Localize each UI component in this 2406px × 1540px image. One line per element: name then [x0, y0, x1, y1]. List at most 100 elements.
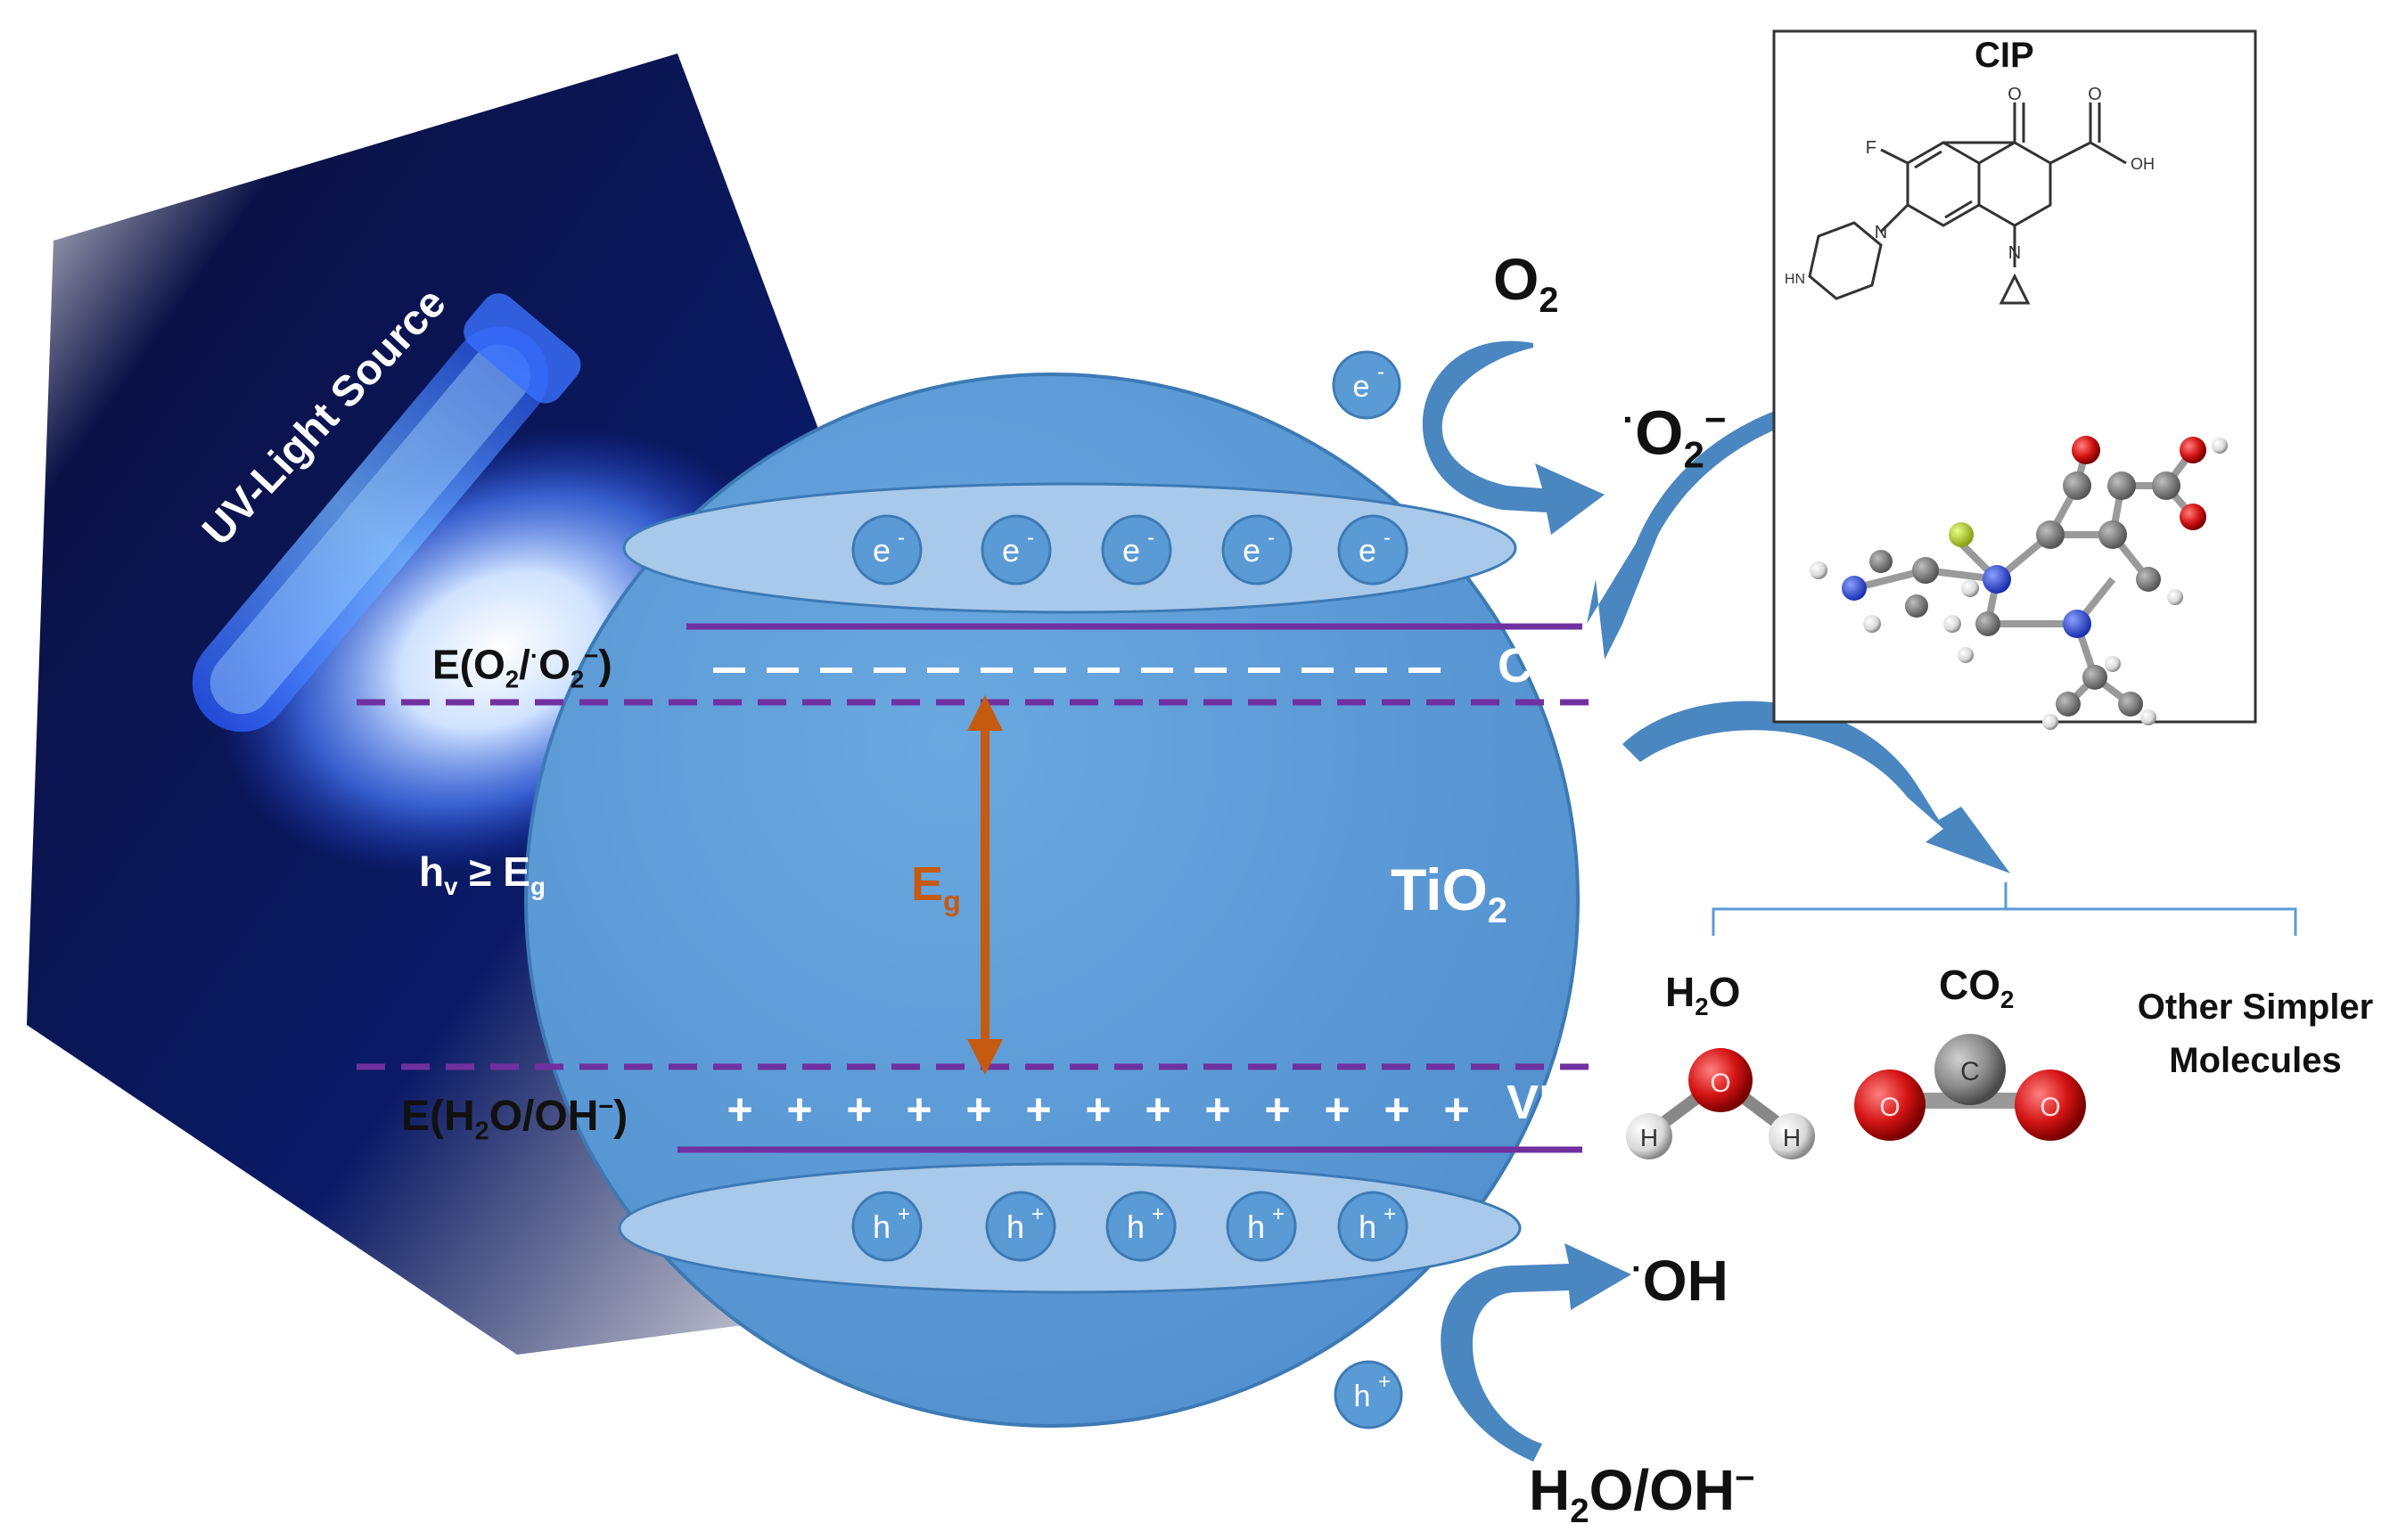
cb-pot-minus: − [584, 642, 599, 669]
co2-atom-o2: O [2040, 1093, 2060, 1122]
cb-label: CB [1498, 639, 1567, 692]
vb-hole-marker: + [1264, 1085, 1290, 1135]
cb-electron-1-symbol: e [873, 532, 891, 569]
reaction-arrows [1422, 340, 2297, 1462]
products-bracket [1712, 882, 2297, 936]
prod-co2-sub: 2 [2000, 986, 2015, 1014]
superoxide-o: O [1635, 397, 1684, 468]
vb-hole-marker: + [906, 1085, 932, 1135]
photon-energy-label: hv ≥ Eg [419, 851, 546, 899]
cb-pot-sep: / [519, 641, 530, 688]
cb-electron-4: e- [1221, 514, 1293, 586]
photon-h: h [419, 848, 445, 895]
cb-electron-4-charge: - [1268, 526, 1275, 550]
cip-atom-o1: O [2008, 85, 2022, 104]
vb-hole-marker: + [1384, 1085, 1409, 1135]
surface-hole-h: h [1354, 1380, 1371, 1413]
water-subscript: 2 [1570, 1491, 1589, 1530]
cb-pot-sub: 2 [505, 665, 520, 693]
vb-hole-4-symbol: h [1247, 1208, 1265, 1245]
vb-hole-marker: + [1443, 1085, 1469, 1135]
superoxide-charge: − [1704, 398, 1727, 440]
vb-pot-minus: − [598, 1093, 614, 1121]
vb-hole-marker: + [1145, 1085, 1170, 1135]
o2-o: O [1493, 246, 1540, 312]
cip-atom-hn: HN [1785, 272, 1805, 287]
vb-hole-5-symbol: h [1359, 1208, 1376, 1245]
cb-potential-label: E(O2/·O2−) [432, 643, 612, 692]
vb-hole-5-charge: + [1384, 1202, 1396, 1226]
superoxide-label: ·O2− [1622, 401, 1726, 473]
gap-e: E [911, 857, 944, 911]
o2-subscript: 2 [1539, 281, 1559, 321]
vb-hole-4: h+ [1226, 1191, 1297, 1262]
surface-electron-e: e [1353, 370, 1370, 404]
co2-molecule-model: O C O [1854, 1034, 2086, 1141]
surface-hole: h + [1334, 1360, 1403, 1429]
tio2-particle [524, 373, 1580, 1428]
cb-electron-3-symbol: e [1122, 532, 1140, 569]
cip-title: CIP [1975, 36, 2034, 75]
cip-atom-n1: N [1875, 223, 1887, 242]
cb-electron-5: e- [1337, 514, 1408, 586]
o2-reduction-arrow [1422, 340, 1605, 535]
cip-atom-oh: OH [2131, 155, 2155, 173]
cb-pot-dot: · [530, 642, 539, 669]
vb-hole-4-charge: + [1272, 1202, 1285, 1226]
cb-electron-1: e- [851, 514, 923, 586]
prod-other-line2: Molecules [2169, 1041, 2342, 1080]
superoxide-subscript: 2 [1683, 433, 1704, 476]
water-charge: − [1735, 1459, 1755, 1498]
product-co2-label: CO2 [1939, 964, 2014, 1012]
vb-pot-mid: O/OH [489, 1093, 599, 1140]
h2o-molecule-model: O H H [1626, 1048, 1815, 1159]
electron-pool [622, 482, 1517, 614]
vb-pot-prefix: E(H [401, 1093, 475, 1140]
cb-electron-2-charge: - [1027, 526, 1034, 550]
oxidation-arrow [1441, 1243, 1631, 1462]
water-atom-h2: H [1783, 1124, 1801, 1151]
vb-hole-marker: + [1025, 1085, 1051, 1135]
hole-pool [618, 1162, 1522, 1294]
superoxide-dot: · [1622, 398, 1635, 440]
cb-pot-prefix: E(O [432, 641, 505, 688]
vb-pot-suffix: ) [613, 1093, 628, 1140]
to-products-arrow [1622, 700, 2010, 873]
gap-g: g [943, 884, 961, 917]
vb-label: VB [1507, 1076, 1574, 1129]
cip-atom-f: F [1866, 138, 1876, 158]
vb-hole-marker: + [1085, 1085, 1111, 1135]
co2-atom-o1: O [1879, 1093, 1900, 1122]
vb-hole-marker: + [1324, 1085, 1350, 1135]
cb-pot-o: O [538, 641, 571, 688]
prod-h2o-o: O [1708, 969, 1741, 1015]
vb-hole-marker: + [846, 1085, 872, 1135]
cb-electron-1-charge: - [898, 526, 905, 550]
vb-hole-3: h+ [1105, 1191, 1177, 1262]
o2-label: O2 [1493, 250, 1558, 319]
surface-hole-charge: + [1378, 1370, 1391, 1394]
vb-hole-5: h+ [1337, 1191, 1408, 1262]
surface-electron-charge: - [1377, 360, 1384, 384]
hydroxyl-text: OH [1642, 1249, 1729, 1313]
vb-hole-2-charge: + [1031, 1202, 1044, 1226]
vb-hole-1-charge: + [898, 1202, 910, 1226]
cip-to-cb-arrow [1587, 389, 1970, 659]
tio2-ti: TiO [1391, 856, 1488, 922]
vb-holes: h+h+h+h+h+ [851, 1191, 1408, 1262]
product-h2o-label: H2O [1665, 971, 1740, 1020]
surface-electron: e - [1332, 350, 1401, 420]
cb-pot-suffix: ) [598, 641, 612, 688]
cip-atom-n2: N [2008, 243, 2021, 263]
water-hydroxide-label: H2O/OH− [1529, 1462, 1755, 1528]
cip-structure-box: F O O OH N N HN [1772, 29, 2257, 730]
vb-hole-2: h+ [985, 1191, 1056, 1262]
vb-charge-markers: +++++++++++++ [727, 1085, 1469, 1135]
photon-g: g [530, 872, 546, 901]
prod-h2o-sub: 2 [1695, 993, 1709, 1021]
prod-other-line1: Other Simpler [2137, 987, 2374, 1027]
vb-hole-1-symbol: h [873, 1208, 891, 1245]
vb-hole-marker: + [727, 1085, 752, 1135]
product-other-label: Other Simpler Molecules [2126, 980, 2385, 1087]
